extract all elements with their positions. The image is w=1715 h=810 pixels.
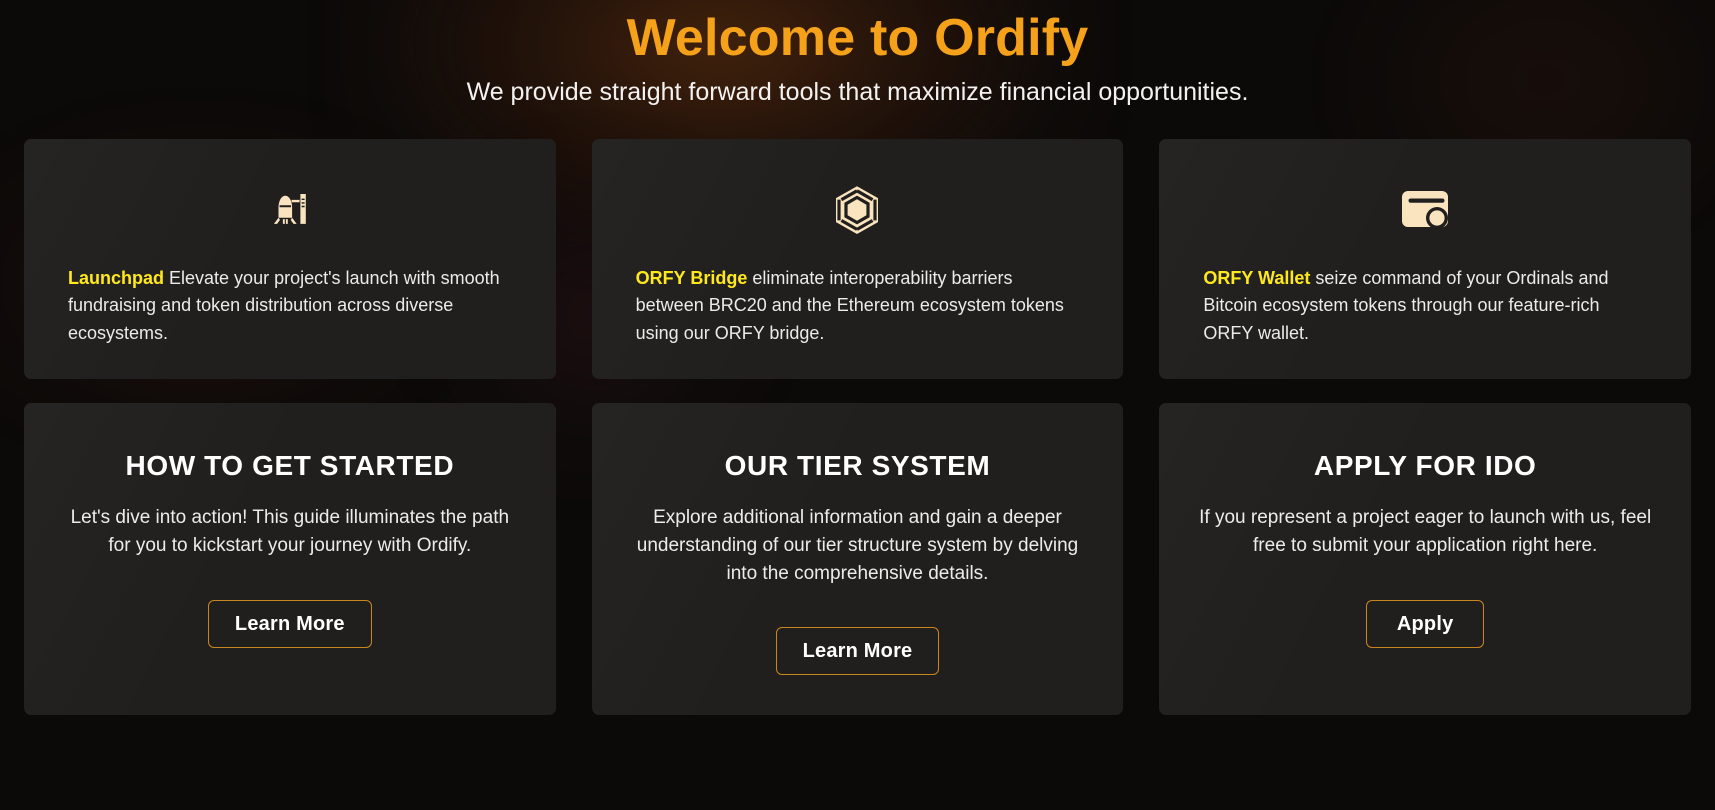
action-button-container: Apply — [1195, 599, 1655, 648]
action-button-container: Learn More — [628, 627, 1088, 676]
action-card-how-to-get-started: HOW TO GET STARTED Let's dive into actio… — [24, 402, 556, 715]
action-card-description: Explore additional information and gain … — [636, 507, 1079, 584]
feature-lead-label: Launchpad — [68, 267, 165, 288]
apply-button[interactable]: Apply — [1366, 599, 1485, 648]
wallet-icon — [1203, 181, 1647, 237]
feature-description: ORFY Wallet seize command of your Ordina… — [1203, 265, 1647, 348]
learn-more-button[interactable]: Learn More — [775, 627, 940, 676]
feature-description: ORFY Bridge eliminate interoperability b… — [636, 265, 1080, 348]
feature-lead-label: ORFY Wallet — [1203, 267, 1311, 288]
feature-body-text: Elevate your project's launch with smoot… — [68, 267, 500, 343]
learn-more-button[interactable]: Learn More — [207, 599, 372, 648]
feature-card-grid: Launchpad Elevate your project's launch … — [24, 138, 1691, 715]
feature-body-text: seize command of your Ordinals and Bitco… — [1203, 267, 1609, 343]
action-card-title: HOW TO GET STARTED — [125, 449, 455, 481]
action-card-apply-for-ido: APPLY FOR IDO If you represent a project… — [1159, 402, 1691, 715]
action-card-our-tier-system: OUR TIER SYSTEM Explore additional infor… — [591, 402, 1124, 715]
action-card-description: If you represent a project eager to laun… — [1199, 507, 1652, 556]
action-card-title: APPLY FOR IDO — [1313, 449, 1537, 481]
action-card-title: OUR TIER SYSTEM — [724, 449, 991, 481]
page-title: Welcome to Ordify — [626, 9, 1089, 67]
feature-body-text: eliminate interoperability barriers betw… — [635, 267, 1064, 343]
feature-card-orfy-wallet: ORFY Wallet seize command of your Ordina… — [1159, 138, 1691, 379]
feature-card-launchpad: Launchpad Elevate your project's launch … — [24, 138, 556, 379]
feature-description: Launchpad Elevate your project's launch … — [68, 265, 512, 348]
action-card-description: Let's dive into action! This guide illum… — [70, 507, 510, 556]
action-button-container: Learn More — [60, 599, 520, 648]
hexagon-gem-bridge-icon — [636, 181, 1080, 237]
feature-card-orfy-bridge: ORFY Bridge eliminate interoperability b… — [591, 138, 1124, 379]
page-subtitle: We provide straight forward tools that m… — [466, 78, 1249, 107]
feature-lead-label: ORFY Bridge — [635, 267, 748, 288]
hero-section: Welcome to Ordify We provide straight fo… — [24, 0, 1691, 109]
rocket-launchpad-icon — [68, 181, 512, 237]
